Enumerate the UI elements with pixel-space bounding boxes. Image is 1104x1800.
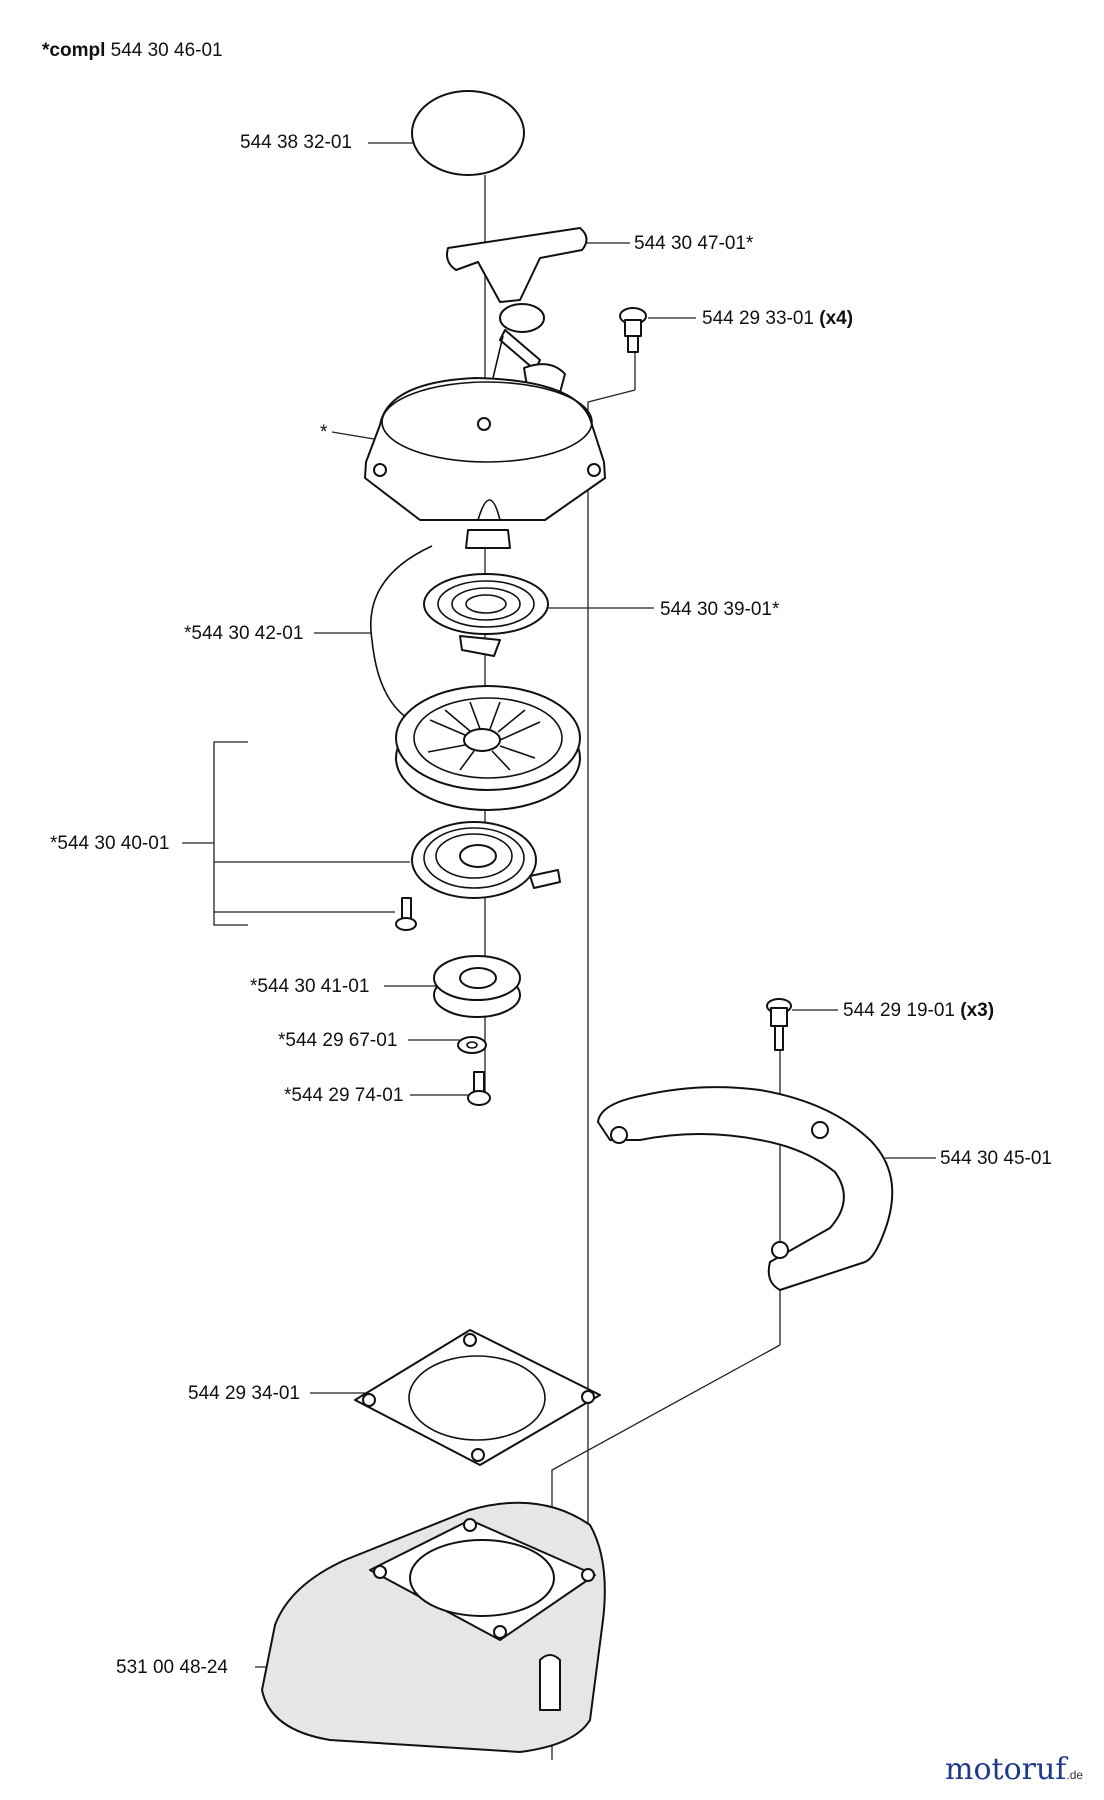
rope-pulley-part — [395, 685, 581, 811]
recoil-spring-top-part — [423, 573, 549, 657]
recoil-spring-bottom-part — [411, 821, 561, 899]
label-bracket: 544 30 45-01 — [940, 1148, 1052, 1169]
label-pulley-assembly: *544 30 40-01 — [50, 833, 170, 854]
label-screw-right: 544 29 19-01 (x3) — [843, 1000, 995, 1021]
screw-right-part — [766, 998, 792, 1051]
starter-housing-part — [364, 377, 606, 549]
label-rope: *544 30 42-01 — [184, 623, 304, 644]
label-screw-center: *544 29 74-01 — [284, 1085, 404, 1106]
label-spring-top: 544 30 39-01* — [660, 599, 780, 620]
brand-logo: motoruf.de — [945, 1752, 1084, 1787]
cover-disc-part — [411, 90, 525, 176]
rope-part — [370, 545, 433, 721]
screw-center-part — [467, 1071, 491, 1106]
label-housing: * — [320, 422, 328, 443]
label-washer: *544 29 67-01 — [278, 1030, 398, 1051]
label-fan-cover: 531 00 48-24 — [116, 1657, 228, 1678]
label-handle: 544 30 47-01* — [634, 233, 754, 254]
label-cover-disc: 544 38 32-01 — [240, 132, 352, 153]
washer-part — [457, 1036, 487, 1054]
label-screw-top: 544 29 33-01 (x4) — [702, 308, 854, 329]
header-prefix: *compl — [42, 40, 106, 61]
hub-part — [433, 955, 521, 1018]
screw-top-part — [619, 307, 647, 353]
header-number: 544 30 46-01 — [110, 40, 223, 61]
assembly-header: *compl 544 30 46-01 — [42, 40, 223, 62]
label-hub: *544 30 41-01 — [250, 976, 370, 997]
fan-cover-part — [260, 1501, 606, 1754]
label-gasket: 544 29 34-01 — [188, 1383, 300, 1404]
gasket-part — [354, 1329, 601, 1466]
pulley-screw-part — [395, 897, 417, 931]
bracket-part — [597, 1086, 894, 1291]
